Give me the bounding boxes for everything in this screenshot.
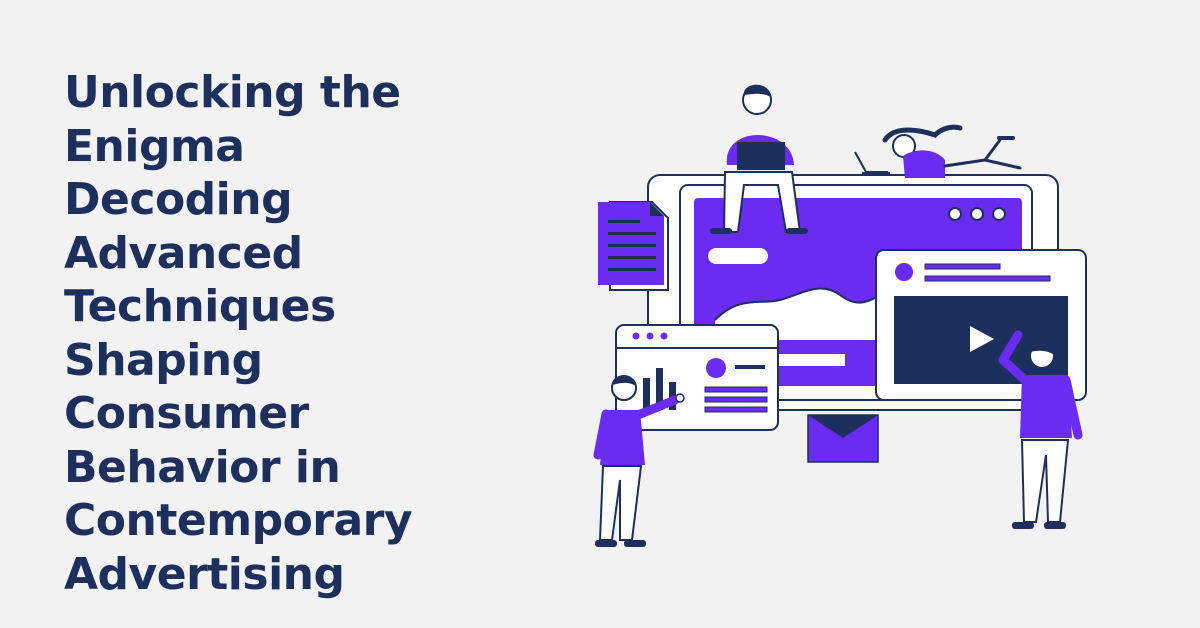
headline-line-8: Behavior in: [64, 441, 341, 493]
person-pointing-right: [998, 330, 1083, 529]
marketing-illustration: [593, 84, 1087, 547]
headline-line-3: Decoding: [64, 174, 293, 225]
headline-line-2: Enigma: [64, 120, 245, 172]
headline-line-10: Advertising: [64, 548, 345, 600]
person-lying-with-laptop: [854, 124, 1022, 178]
headline-line-9: Contemporary: [64, 495, 413, 546]
person-pointing-left: [593, 375, 685, 547]
document-icon: [598, 201, 669, 291]
headline-line-1: Unlocking the: [64, 67, 401, 118]
headline-line-7: Consumer: [64, 388, 309, 439]
bar-chart-icon: [643, 368, 676, 410]
headline: Unlocking the Enigma Decoding Advanced T…: [64, 66, 534, 601]
play-icon: [970, 326, 994, 352]
headline-line-5: Techniques: [64, 281, 336, 332]
headline-line-4: Advanced: [64, 227, 303, 279]
envelope-icon: [807, 414, 879, 463]
person-sitting-with-laptop: [710, 84, 808, 234]
headline-line-6: Shaping: [64, 334, 263, 386]
